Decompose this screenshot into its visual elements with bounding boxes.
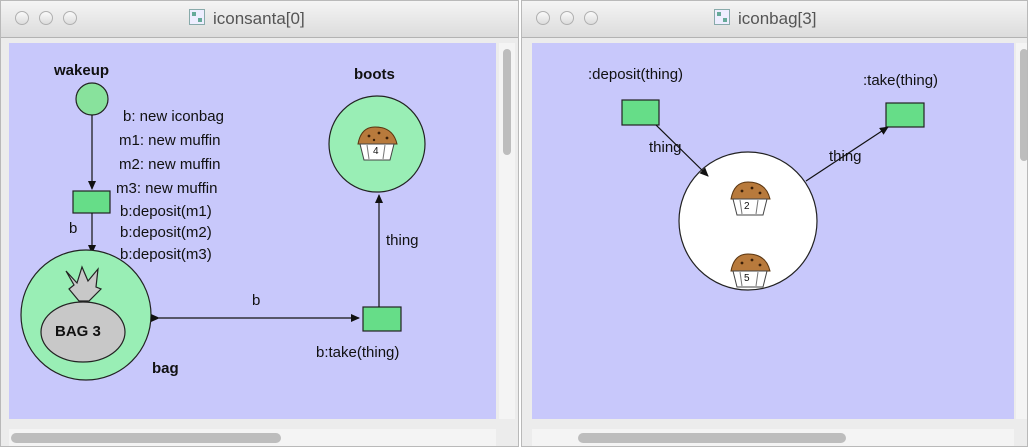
bag-icon-text: BAG 3 <box>55 323 101 340</box>
horizontal-scroll-thumb[interactable] <box>578 433 846 443</box>
take-transition[interactable] <box>885 102 925 128</box>
document-icon <box>189 9 205 25</box>
arc-deposit-to-place <box>655 124 709 177</box>
muffin-count: 5 <box>744 273 750 284</box>
vertical-scroll-thumb[interactable] <box>503 49 511 155</box>
init-transition[interactable] <box>72 190 111 214</box>
muffin-count: 2 <box>744 201 750 212</box>
window-title-text: iconsanta[0] <box>213 9 305 28</box>
left-window: iconsanta[0] <box>0 0 519 447</box>
deposit-transition-label: :deposit(thing) <box>588 66 684 83</box>
minimize-button[interactable] <box>39 11 53 25</box>
arc-out-label: thing <box>829 148 862 165</box>
horizontal-scrollbar[interactable] <box>9 429 496 446</box>
net-diagram <box>621 99 925 291</box>
arc-b-horizontal-label: b <box>252 292 261 309</box>
action-line: b:deposit(m2) <box>120 224 212 241</box>
boots-label: boots <box>354 66 395 83</box>
arc-b-label: b <box>69 220 78 237</box>
muffin-count: 4 <box>373 146 379 157</box>
take-transition-label: :take(thing) <box>863 72 939 89</box>
contents-place[interactable] <box>678 151 818 291</box>
right-titlebar[interactable]: iconbag[3] <box>522 1 1027 38</box>
left-titlebar[interactable]: iconsanta[0] <box>1 1 518 38</box>
arc-thing-label: thing <box>386 232 419 249</box>
bag-label: bag <box>152 360 179 377</box>
window-title: iconsanta[0] <box>189 9 305 29</box>
action-line: b: new iconbag <box>123 108 224 125</box>
take-transition-label: b:take(thing) <box>316 344 400 361</box>
window-title: iconbag[3] <box>714 9 816 29</box>
net-diagram <box>20 82 426 381</box>
vertical-scrollbar[interactable] <box>1016 43 1027 419</box>
vertical-scrollbar[interactable] <box>499 43 515 419</box>
action-line: b:deposit(m3) <box>120 246 212 263</box>
window-title-text: iconbag[3] <box>738 9 817 28</box>
muffin-icon <box>357 126 398 161</box>
close-button[interactable] <box>15 11 29 25</box>
zoom-button[interactable] <box>584 11 598 25</box>
net-canvas[interactable]: :deposit(thing) :take(thing) thing thing… <box>532 43 1014 419</box>
right-window: iconbag[3] <box>521 0 1028 447</box>
horizontal-scroll-thumb[interactable] <box>11 433 281 443</box>
action-line: m1: new muffin <box>119 132 221 149</box>
arc-place-to-take <box>805 126 889 182</box>
minimize-button[interactable] <box>560 11 574 25</box>
take-transition[interactable] <box>362 306 402 332</box>
action-line: m2: new muffin <box>119 156 221 173</box>
deposit-transition[interactable] <box>621 99 660 126</box>
arc-in-label: thing <box>649 139 682 156</box>
horizontal-scrollbar[interactable] <box>532 429 1014 446</box>
bag-icon <box>40 265 126 363</box>
net-canvas[interactable]: wakeup boots bag BAG 3 b b thing b:take(… <box>9 43 496 419</box>
muffin-icon <box>730 253 771 288</box>
wakeup-place[interactable] <box>75 82 109 116</box>
action-line: m3: new muffin <box>116 180 218 197</box>
document-icon <box>714 9 730 25</box>
close-button[interactable] <box>536 11 550 25</box>
vertical-scroll-thumb[interactable] <box>1020 49 1027 161</box>
action-line: b:deposit(m1) <box>120 203 212 220</box>
wakeup-label: wakeup <box>54 62 110 79</box>
zoom-button[interactable] <box>63 11 77 25</box>
muffin-icon <box>730 181 771 216</box>
